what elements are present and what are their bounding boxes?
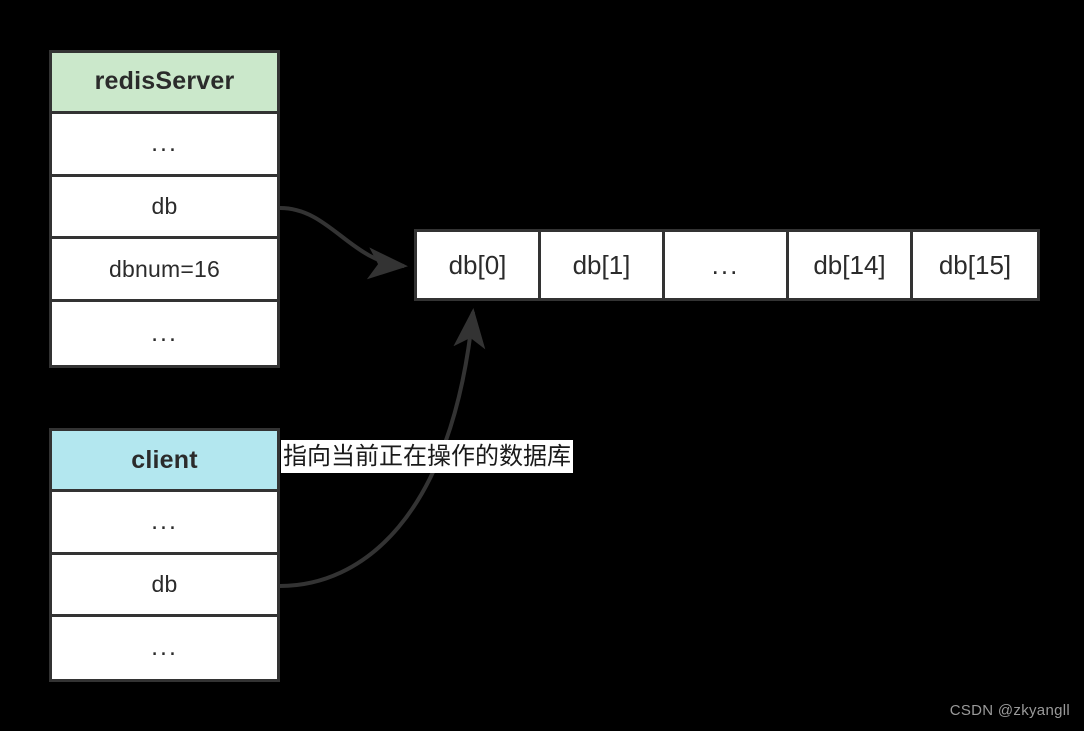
annotation-label: 指向当前正在操作的数据库 <box>281 440 573 473</box>
redis-server-row-ellipsis-bottom: ... <box>52 302 277 365</box>
client-box: client ... db ... <box>49 428 280 682</box>
redis-server-row-db: db <box>52 176 277 240</box>
db-cell-0: db[0] <box>417 232 541 298</box>
redis-server-row-dbnum: dbnum=16 <box>52 239 277 303</box>
watermark: CSDN @zkyangll <box>949 702 1070 719</box>
client-row-ellipsis-bottom: ... <box>52 616 277 679</box>
db-cell-ellipsis: ... <box>665 232 789 298</box>
redis-server-box: redisServer ... db dbnum=16 ... <box>49 50 280 368</box>
redis-server-row-ellipsis-top: ... <box>52 113 277 177</box>
arrow-server-db-to-array <box>279 206 408 280</box>
redis-server-header: redisServer <box>52 53 277 114</box>
client-header: client <box>52 431 277 493</box>
client-row-ellipsis-top: ... <box>52 492 277 555</box>
db-cell-1: db[1] <box>541 232 665 298</box>
db-cell-14: db[14] <box>789 232 913 298</box>
client-row-db: db <box>52 554 277 617</box>
db-array: db[0] db[1] ... db[14] db[15] <box>414 229 1040 301</box>
db-cell-15: db[15] <box>913 232 1037 298</box>
